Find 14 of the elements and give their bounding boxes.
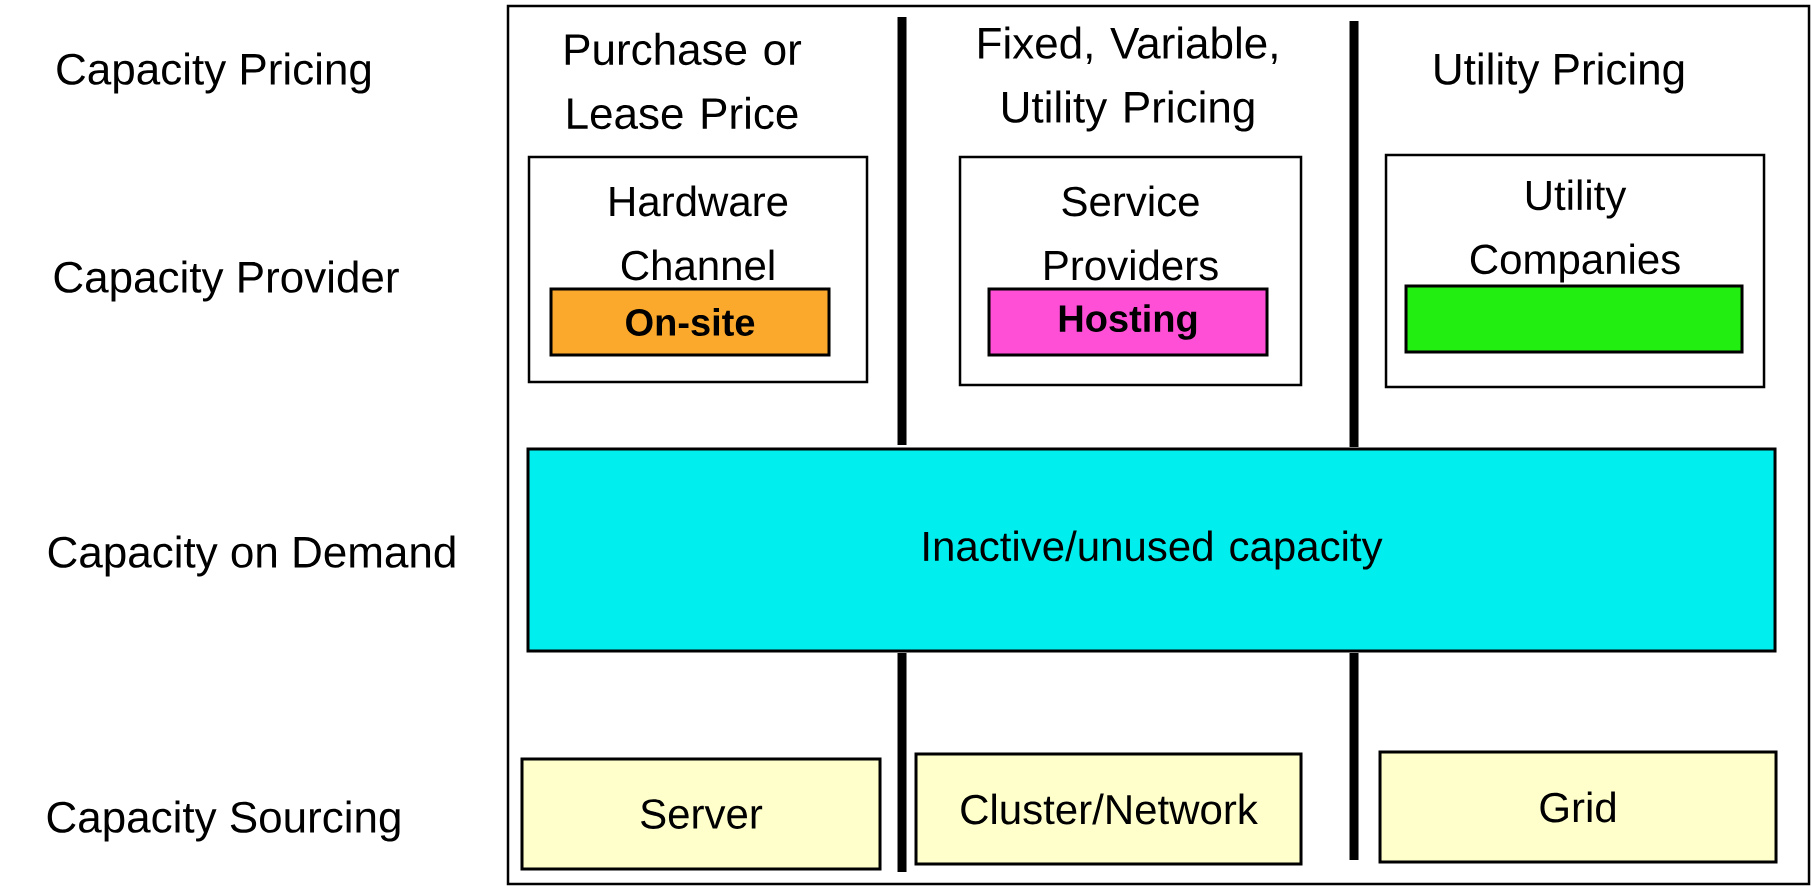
row-label: Capacity Sourcing	[47, 800, 400, 842]
offering-box	[1404, 284, 1744, 354]
offering-box: Hosting	[987, 287, 1269, 357]
offering-box: On-site	[549, 287, 831, 357]
column-heading: Utility Pricing	[1435, 52, 1684, 94]
capacity-band: Inactive/unused capacity	[526, 447, 1777, 653]
sourcing-box: Cluster/Network	[914, 752, 1303, 866]
sourcing-box: Server	[520, 757, 882, 871]
row-label: Capacity Pricing	[57, 52, 371, 94]
sourcing-box: Grid	[1378, 750, 1778, 864]
column-heading: Purchase or Lease Price	[565, 32, 802, 130]
column-heading: Fixed, Variable, Utility Pricing	[979, 26, 1277, 132]
row-label: Capacity on Demand	[48, 535, 455, 577]
row-label: Capacity Provider	[54, 260, 399, 302]
